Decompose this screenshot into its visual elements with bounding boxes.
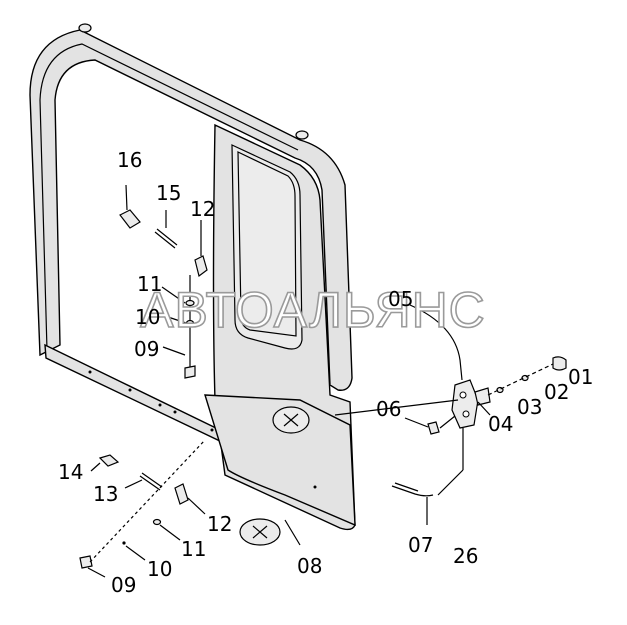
top-knob-left [78,23,92,33]
callout-04: 04 [488,412,513,436]
part-06-screw [427,421,440,435]
callout-11-lower: 11 [181,537,206,561]
door-window [231,144,303,350]
door-panel [204,123,356,531]
callout-09-upper: 09 [134,337,159,361]
part-05-cable [409,304,463,381]
callout-09-lower: 09 [111,573,136,597]
lock-assembly [334,304,567,525]
part-08-round-pad [239,406,310,546]
callout-01: 01 [568,365,593,389]
callout-05: 05 [388,287,413,311]
watermark-text: АВТОАЛЬЯНС [140,282,486,338]
callout-26: 26 [453,544,478,568]
part-01-nut [552,356,567,371]
part-12-bracket [194,255,208,278]
part-07-rod [391,485,434,497]
lower-latch-group [79,439,206,578]
callout-10-upper: 10 [135,305,160,329]
lock-tab [474,387,491,406]
callout-14: 14 [58,460,83,484]
part-11-washer [185,299,195,307]
part-10-washer [185,319,195,327]
callout-10-lower: 10 [147,557,172,581]
part-04-lock [451,379,479,429]
part-14-cap [98,454,120,467]
part-13-rod [139,472,163,491]
callout-13: 13 [93,482,118,506]
part-09-lower-bolt [79,555,93,569]
callout-12-lower: 12 [207,512,232,536]
part-15-rod [154,228,178,249]
callout-12-upper: 12 [190,197,215,221]
callout-03: 03 [517,395,542,419]
part-16-cap [119,209,141,229]
callout-labels: 16 15 12 11 10 09 05 01 02 03 04 06 14 1… [58,148,593,597]
top-knob-right [295,130,309,140]
part-11-lower-washer [152,518,162,526]
upper-latch-group [119,184,208,379]
callout-06: 06 [376,397,401,421]
callout-02: 02 [544,380,569,404]
part-12-lower-bracket [174,483,189,505]
callout-11-upper: 11 [137,272,162,296]
callout-15: 15 [156,181,181,205]
part-09-bolt [184,365,196,379]
callout-16: 16 [117,148,142,172]
callout-08: 08 [297,554,322,578]
callout-07: 07 [408,533,433,557]
